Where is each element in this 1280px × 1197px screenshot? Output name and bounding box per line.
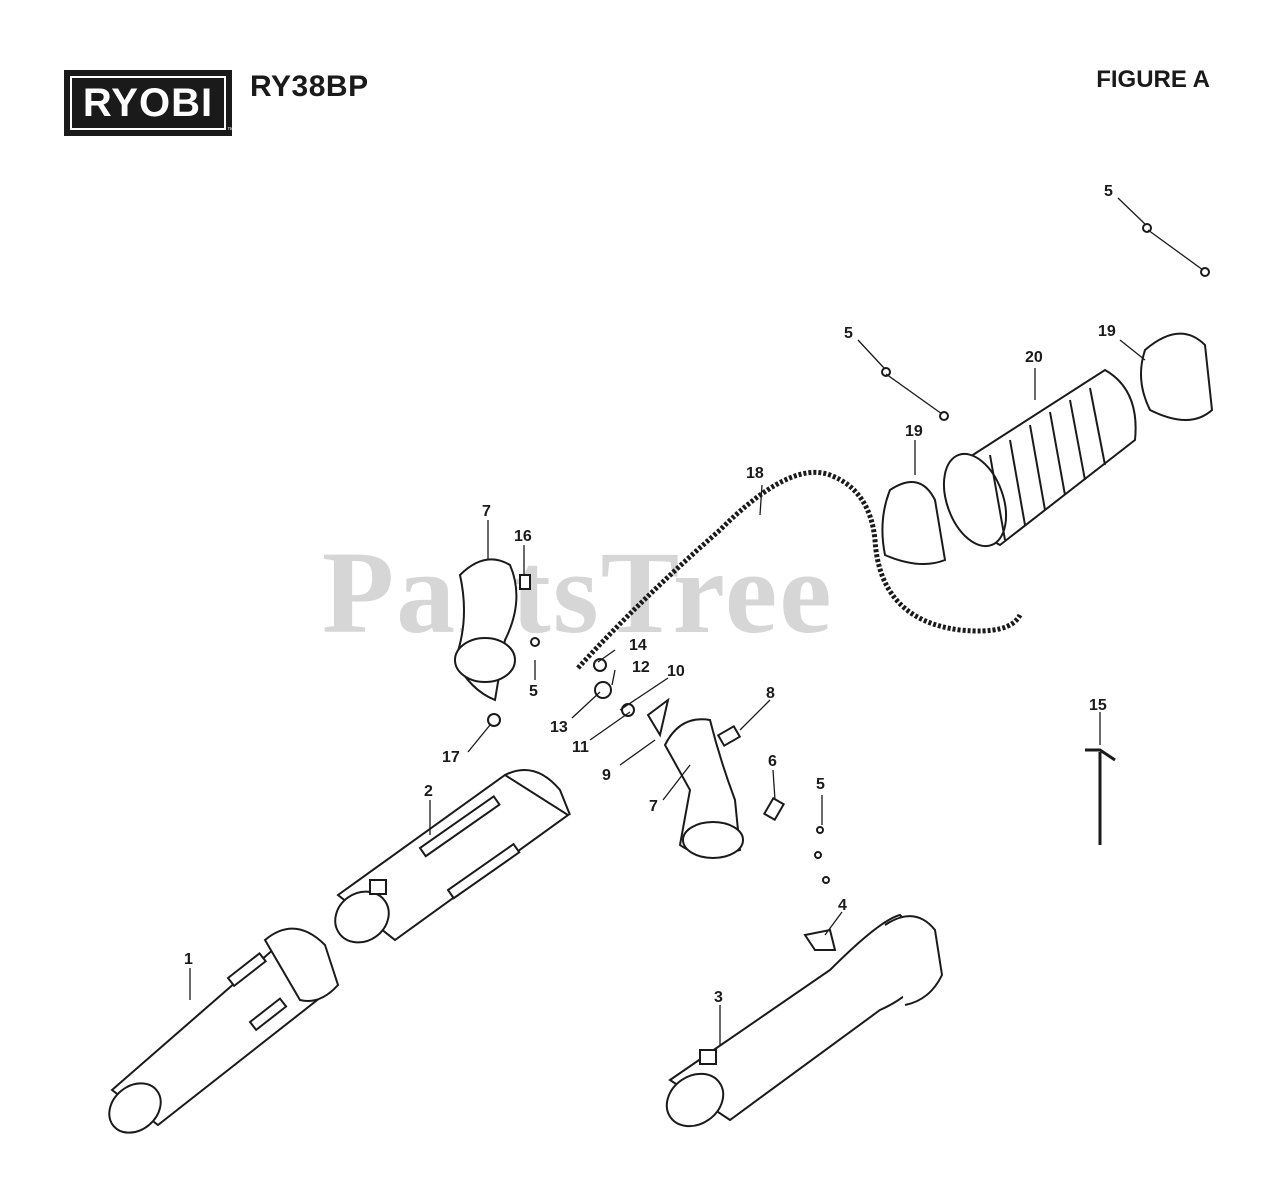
callout-5-upper-mid: 5	[844, 325, 853, 342]
callout-4: 4	[838, 897, 847, 914]
callout-14: 14	[629, 637, 647, 654]
callout-12: 12	[632, 659, 650, 676]
part-1-nozzle-tube	[108, 927, 340, 1134]
figure-label: FIGURE A	[1096, 66, 1210, 93]
callout-5-lower: 5	[816, 776, 825, 793]
callout-20: 20	[1025, 349, 1043, 366]
part-18-coiled-cable	[576, 469, 1023, 670]
part-20-bellows-hose	[942, 368, 1137, 548]
part-7-handle-upper	[453, 558, 518, 702]
part-15-pin	[1085, 748, 1116, 845]
callout-1: 1	[184, 951, 193, 968]
callout-5-left: 5	[529, 683, 538, 700]
callout-8: 8	[766, 685, 775, 702]
callout-7-upper: 7	[482, 503, 491, 520]
callout-19-right: 19	[1098, 323, 1116, 340]
callout-2: 2	[424, 783, 433, 800]
callout-3: 3	[714, 989, 723, 1006]
callout-7-lower: 7	[649, 798, 658, 815]
ryobi-logo: RYOBI ™	[64, 70, 234, 136]
part-19-mount-right	[1140, 332, 1214, 421]
callout-15: 15	[1089, 697, 1107, 714]
callout-13: 13	[550, 719, 568, 736]
callout-18: 18	[746, 465, 764, 482]
callout-labels: 1 2 3 4 5 5 5 5 6 7 7 8 9 10 11 12 13 14…	[184, 183, 1116, 1006]
part-19-mount-left	[881, 481, 947, 565]
part-3-flared-nozzle	[665, 913, 944, 1128]
callout-10: 10	[667, 663, 685, 680]
callout-5-top-right: 5	[1104, 183, 1113, 200]
callout-16: 16	[514, 528, 532, 545]
callout-17: 17	[442, 749, 460, 766]
callout-6: 6	[768, 753, 777, 770]
part-7-handle-lower	[663, 718, 744, 859]
callout-9: 9	[602, 767, 611, 784]
watermark: PartsTree	[322, 527, 834, 658]
leader-lines	[189, 197, 1204, 1045]
brand-name: RYOBI	[82, 80, 214, 125]
part-2-middle-tube	[334, 769, 571, 944]
model-number: RY38BP	[250, 70, 369, 103]
callout-19-left: 19	[905, 423, 923, 440]
callout-11: 11	[572, 739, 589, 756]
